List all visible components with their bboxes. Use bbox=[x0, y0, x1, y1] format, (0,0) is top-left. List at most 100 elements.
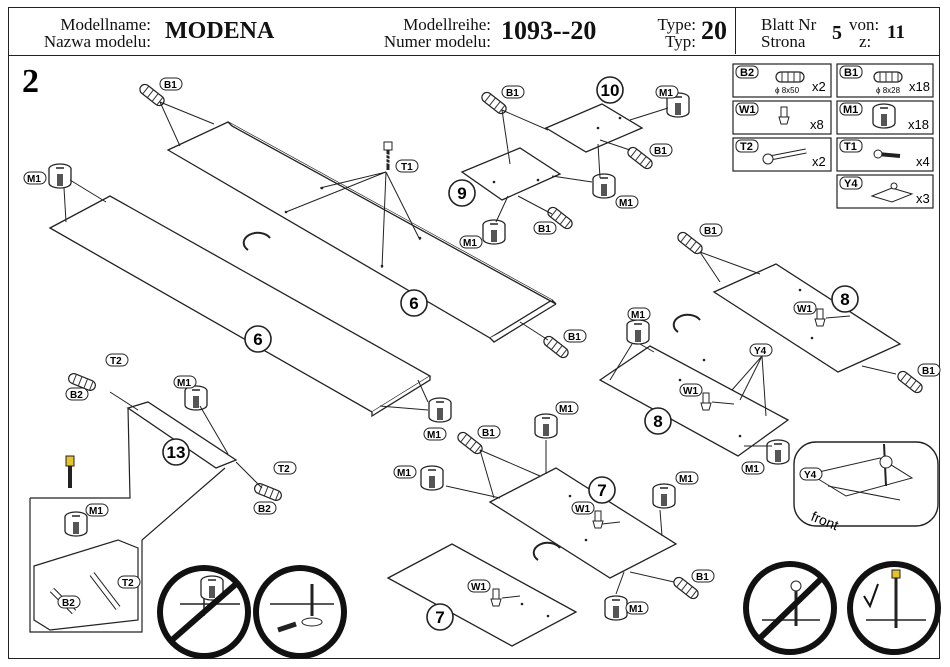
step-number: 2 bbox=[22, 63, 39, 100]
svg-text:M1: M1 bbox=[177, 378, 191, 389]
legend-box-y4 bbox=[836, 174, 934, 209]
callout-m1: M1 bbox=[173, 375, 197, 389]
legend-box-w1 bbox=[732, 100, 832, 135]
panel-label-6b: 6 bbox=[253, 330, 262, 349]
panel-9 bbox=[460, 147, 562, 201]
callout-b1: B1 bbox=[159, 77, 183, 91]
series-label-pl: Numer modelu: bbox=[383, 32, 491, 51]
svg-text:M1: M1 bbox=[27, 174, 41, 185]
callout-b1: B1 bbox=[691, 569, 715, 583]
panel-label-6a: 6 bbox=[409, 294, 418, 313]
callout-m1: M1 bbox=[741, 461, 765, 475]
callout-m1: M1 bbox=[625, 601, 649, 615]
legend-qty-m1: x18 bbox=[908, 117, 929, 132]
panel-7-upper bbox=[488, 467, 678, 579]
svg-text:B1: B1 bbox=[704, 226, 717, 237]
legend-box-b2 bbox=[732, 63, 832, 98]
of-label-pl: z: bbox=[859, 32, 872, 51]
svg-text:T2: T2 bbox=[278, 464, 290, 475]
callout-m1: M1 bbox=[423, 427, 447, 441]
wrong-usage-icon bbox=[157, 565, 251, 659]
callout-y4: Y4 bbox=[749, 343, 773, 357]
svg-text:B1: B1 bbox=[482, 428, 495, 439]
svg-text:B1: B1 bbox=[922, 366, 935, 377]
callout-m1: M1 bbox=[555, 401, 579, 415]
callout-b1: B1 bbox=[563, 329, 587, 343]
svg-text:T1: T1 bbox=[401, 162, 413, 173]
legend-box-b1 bbox=[836, 63, 934, 98]
sheet-label-de: Blatt Nr bbox=[761, 15, 817, 34]
callout-m1: M1 bbox=[393, 465, 417, 479]
title-block: Modellname: Nazwa modelu: MODENA Modellr… bbox=[9, 8, 939, 56]
svg-text:B1: B1 bbox=[164, 80, 177, 91]
callout-m1: M1 bbox=[23, 171, 47, 185]
panel-label-7b: 7 bbox=[435, 608, 444, 627]
callout-t2: T2 bbox=[273, 461, 297, 475]
callout-b2: B2 bbox=[65, 387, 89, 401]
model-name-label-pl: Nazwa modelu: bbox=[43, 32, 151, 51]
legend-box-m1 bbox=[836, 100, 934, 135]
svg-text:M1: M1 bbox=[427, 430, 441, 441]
svg-text:W1: W1 bbox=[471, 582, 486, 593]
callout-b1: B1 bbox=[699, 223, 723, 237]
panel-label-9: 9 bbox=[457, 184, 466, 203]
svg-text:M1: M1 bbox=[659, 88, 673, 99]
series-number: 1093--20 bbox=[501, 16, 597, 45]
callout-m1: M1 bbox=[459, 235, 483, 249]
header-divider bbox=[735, 8, 736, 54]
callout-t2: T2 bbox=[105, 353, 129, 367]
svg-text:W1: W1 bbox=[575, 504, 590, 515]
panel-10 bbox=[544, 103, 644, 153]
svg-text:W1: W1 bbox=[683, 386, 698, 397]
cam-locks bbox=[48, 92, 790, 621]
legend-code-y4: Y4 bbox=[844, 178, 858, 190]
callout-b1: B1 bbox=[917, 363, 941, 377]
parts-legend bbox=[732, 63, 934, 209]
legend-spec-b2: ϕ 8x50 bbox=[775, 86, 800, 95]
legend-box-t2 bbox=[732, 137, 832, 172]
callout-b1: B1 bbox=[533, 221, 557, 235]
svg-text:T2: T2 bbox=[110, 356, 122, 367]
rotate-arrow-icon bbox=[242, 231, 271, 251]
model-name-label-de: Modellname: bbox=[60, 15, 151, 34]
callout-m1: M1 bbox=[89, 506, 103, 517]
svg-text:M1: M1 bbox=[463, 238, 477, 249]
panel-label-8b: 8 bbox=[653, 412, 662, 431]
callout-w1: W1 bbox=[793, 301, 817, 315]
total-sheets: 11 bbox=[887, 22, 905, 43]
legend-code-w1: W1 bbox=[739, 104, 756, 116]
model-name: MODENA bbox=[165, 18, 275, 44]
detail-inset-13: M1 T2 B2 bbox=[29, 407, 226, 633]
svg-text:M1: M1 bbox=[629, 604, 643, 615]
legend-code-m1: M1 bbox=[843, 104, 858, 116]
svg-text:M1: M1 bbox=[619, 198, 633, 209]
svg-text:B1: B1 bbox=[654, 146, 667, 157]
legend-qty-t1: x4 bbox=[916, 154, 930, 169]
svg-text:B1: B1 bbox=[538, 224, 551, 235]
callout-b1: B1 bbox=[649, 143, 673, 157]
svg-text:Y4: Y4 bbox=[754, 346, 767, 357]
callout-m1: M1 bbox=[675, 471, 699, 485]
correct-usage-icon bbox=[847, 561, 941, 655]
wrong-usage-icon bbox=[743, 561, 837, 655]
svg-text:B2: B2 bbox=[258, 504, 271, 515]
svg-text:B1: B1 bbox=[696, 572, 709, 583]
legend-code-b1: B1 bbox=[844, 67, 858, 79]
panel-7-lower bbox=[386, 543, 578, 647]
svg-text:B2: B2 bbox=[70, 390, 83, 401]
detail-y4: front Y4 bbox=[793, 441, 939, 533]
svg-text:M1: M1 bbox=[631, 310, 645, 321]
callout-t2: T2 bbox=[122, 578, 134, 589]
panel-label-8a: 8 bbox=[840, 290, 849, 309]
callout-m1: M1 bbox=[615, 195, 639, 209]
callout-m1: M1 bbox=[655, 85, 679, 99]
svg-text:M1: M1 bbox=[745, 464, 759, 475]
instruction-sheet: Modellname: Nazwa modelu: MODENA Modellr… bbox=[8, 7, 940, 659]
legend-qty-w1: x8 bbox=[810, 117, 824, 132]
callout-w1: W1 bbox=[679, 383, 703, 397]
svg-text:B1: B1 bbox=[506, 88, 519, 99]
callout-b2: B2 bbox=[253, 501, 277, 515]
legend-box-t1 bbox=[836, 137, 934, 172]
legend-qty-b1: x18 bbox=[909, 79, 930, 94]
sheet-number: 5 bbox=[832, 22, 842, 44]
